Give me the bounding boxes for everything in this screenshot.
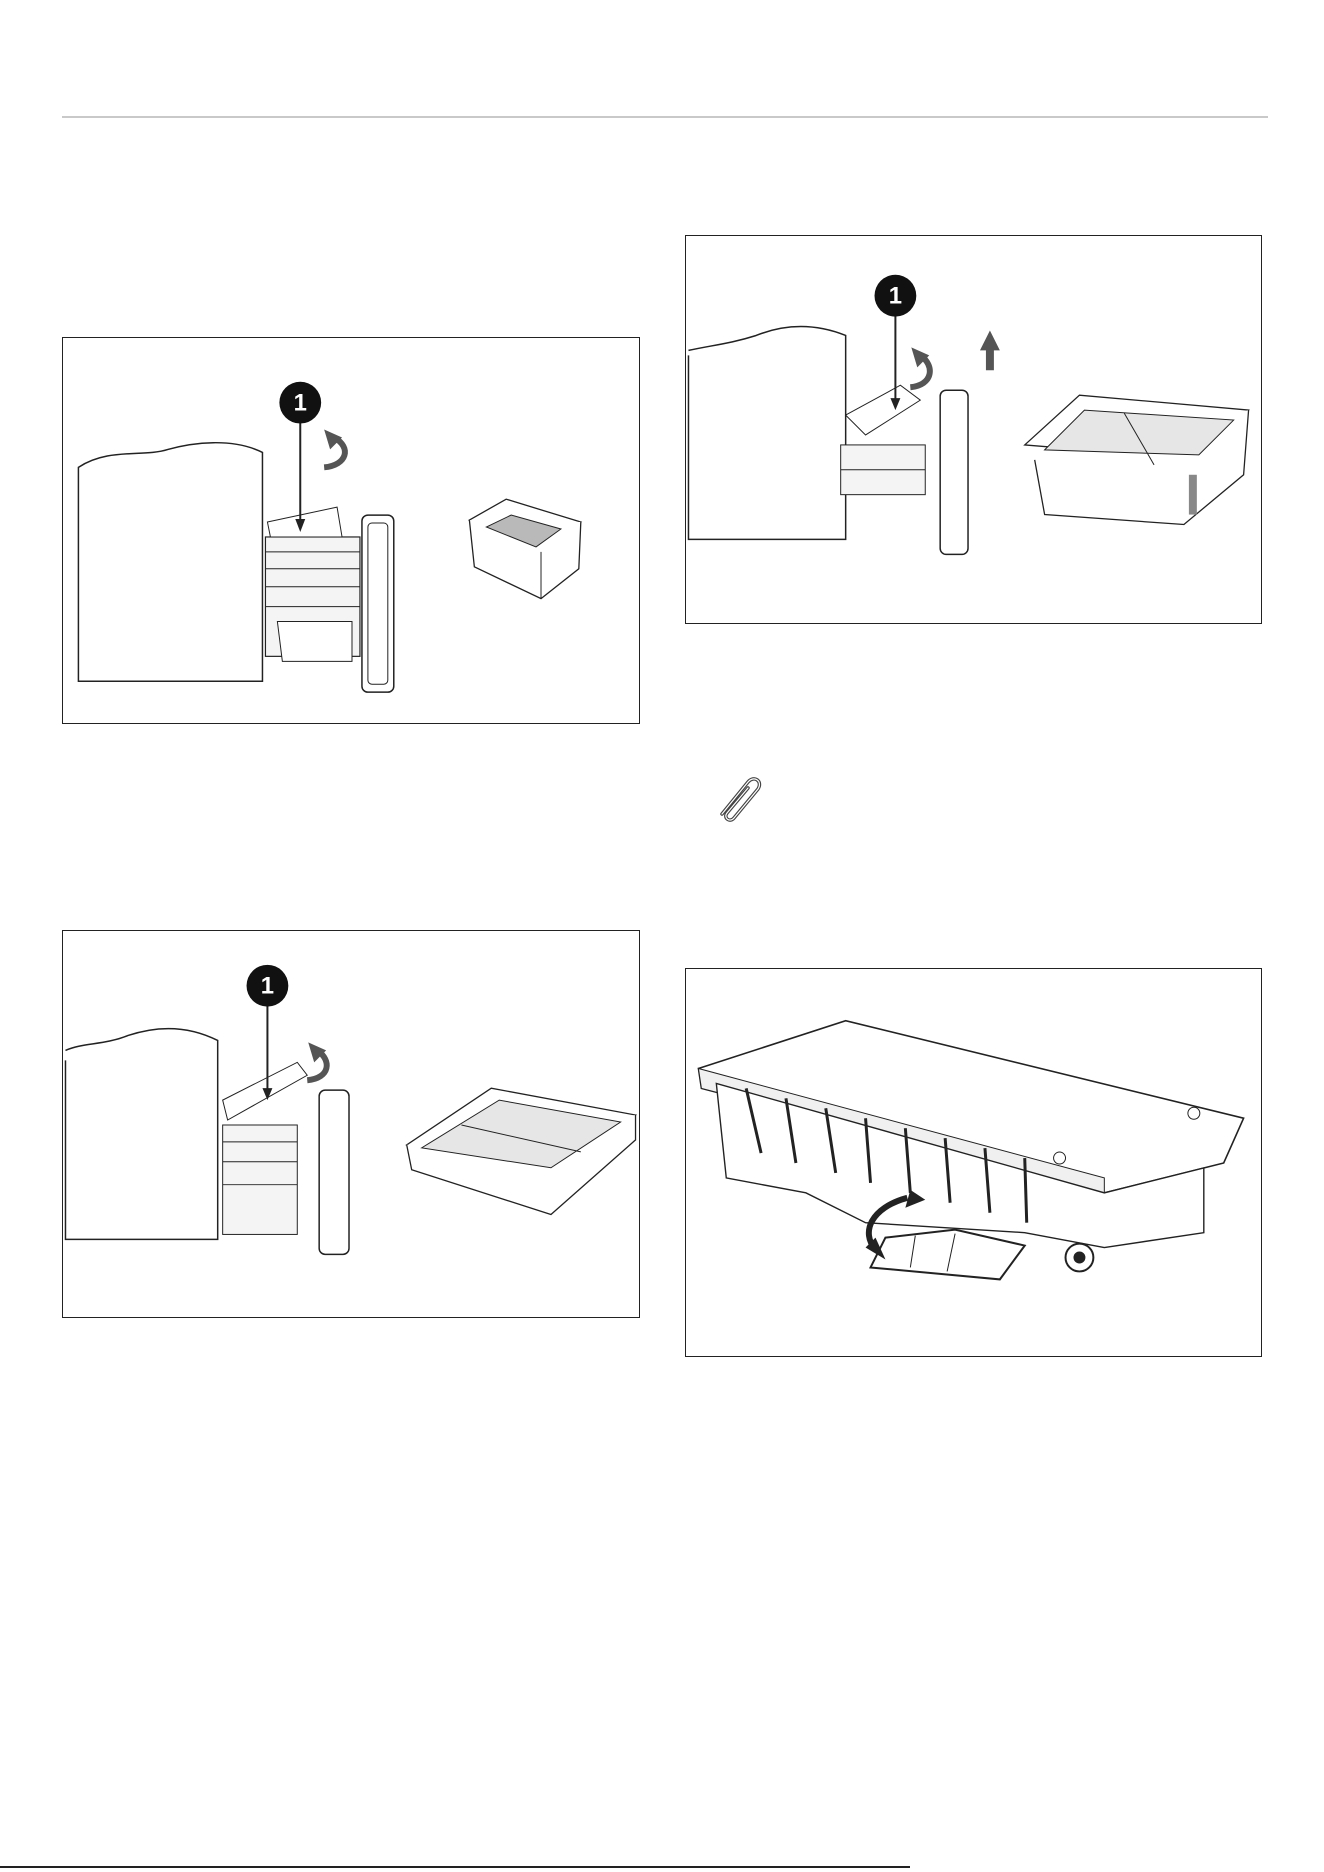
figure-drawer-removal-2: 1 (62, 930, 640, 1318)
header-divider (62, 116, 1268, 118)
callout-1: 1 (63, 338, 639, 723)
callout-1: 1 (63, 931, 639, 1317)
callout-number: 1 (889, 283, 902, 310)
ice-tray-illustration (686, 969, 1261, 1356)
callout-number: 1 (261, 973, 274, 1000)
figure-ice-tray (685, 968, 1262, 1357)
figure-drawer-removal-3: 1 (685, 235, 1262, 624)
callout-1: 1 (686, 236, 1261, 623)
paperclip-icon (708, 768, 766, 826)
callout-number: 1 (294, 390, 307, 417)
footer-divider (0, 1866, 910, 1868)
figure-drawer-removal-1: 1 (62, 337, 640, 724)
